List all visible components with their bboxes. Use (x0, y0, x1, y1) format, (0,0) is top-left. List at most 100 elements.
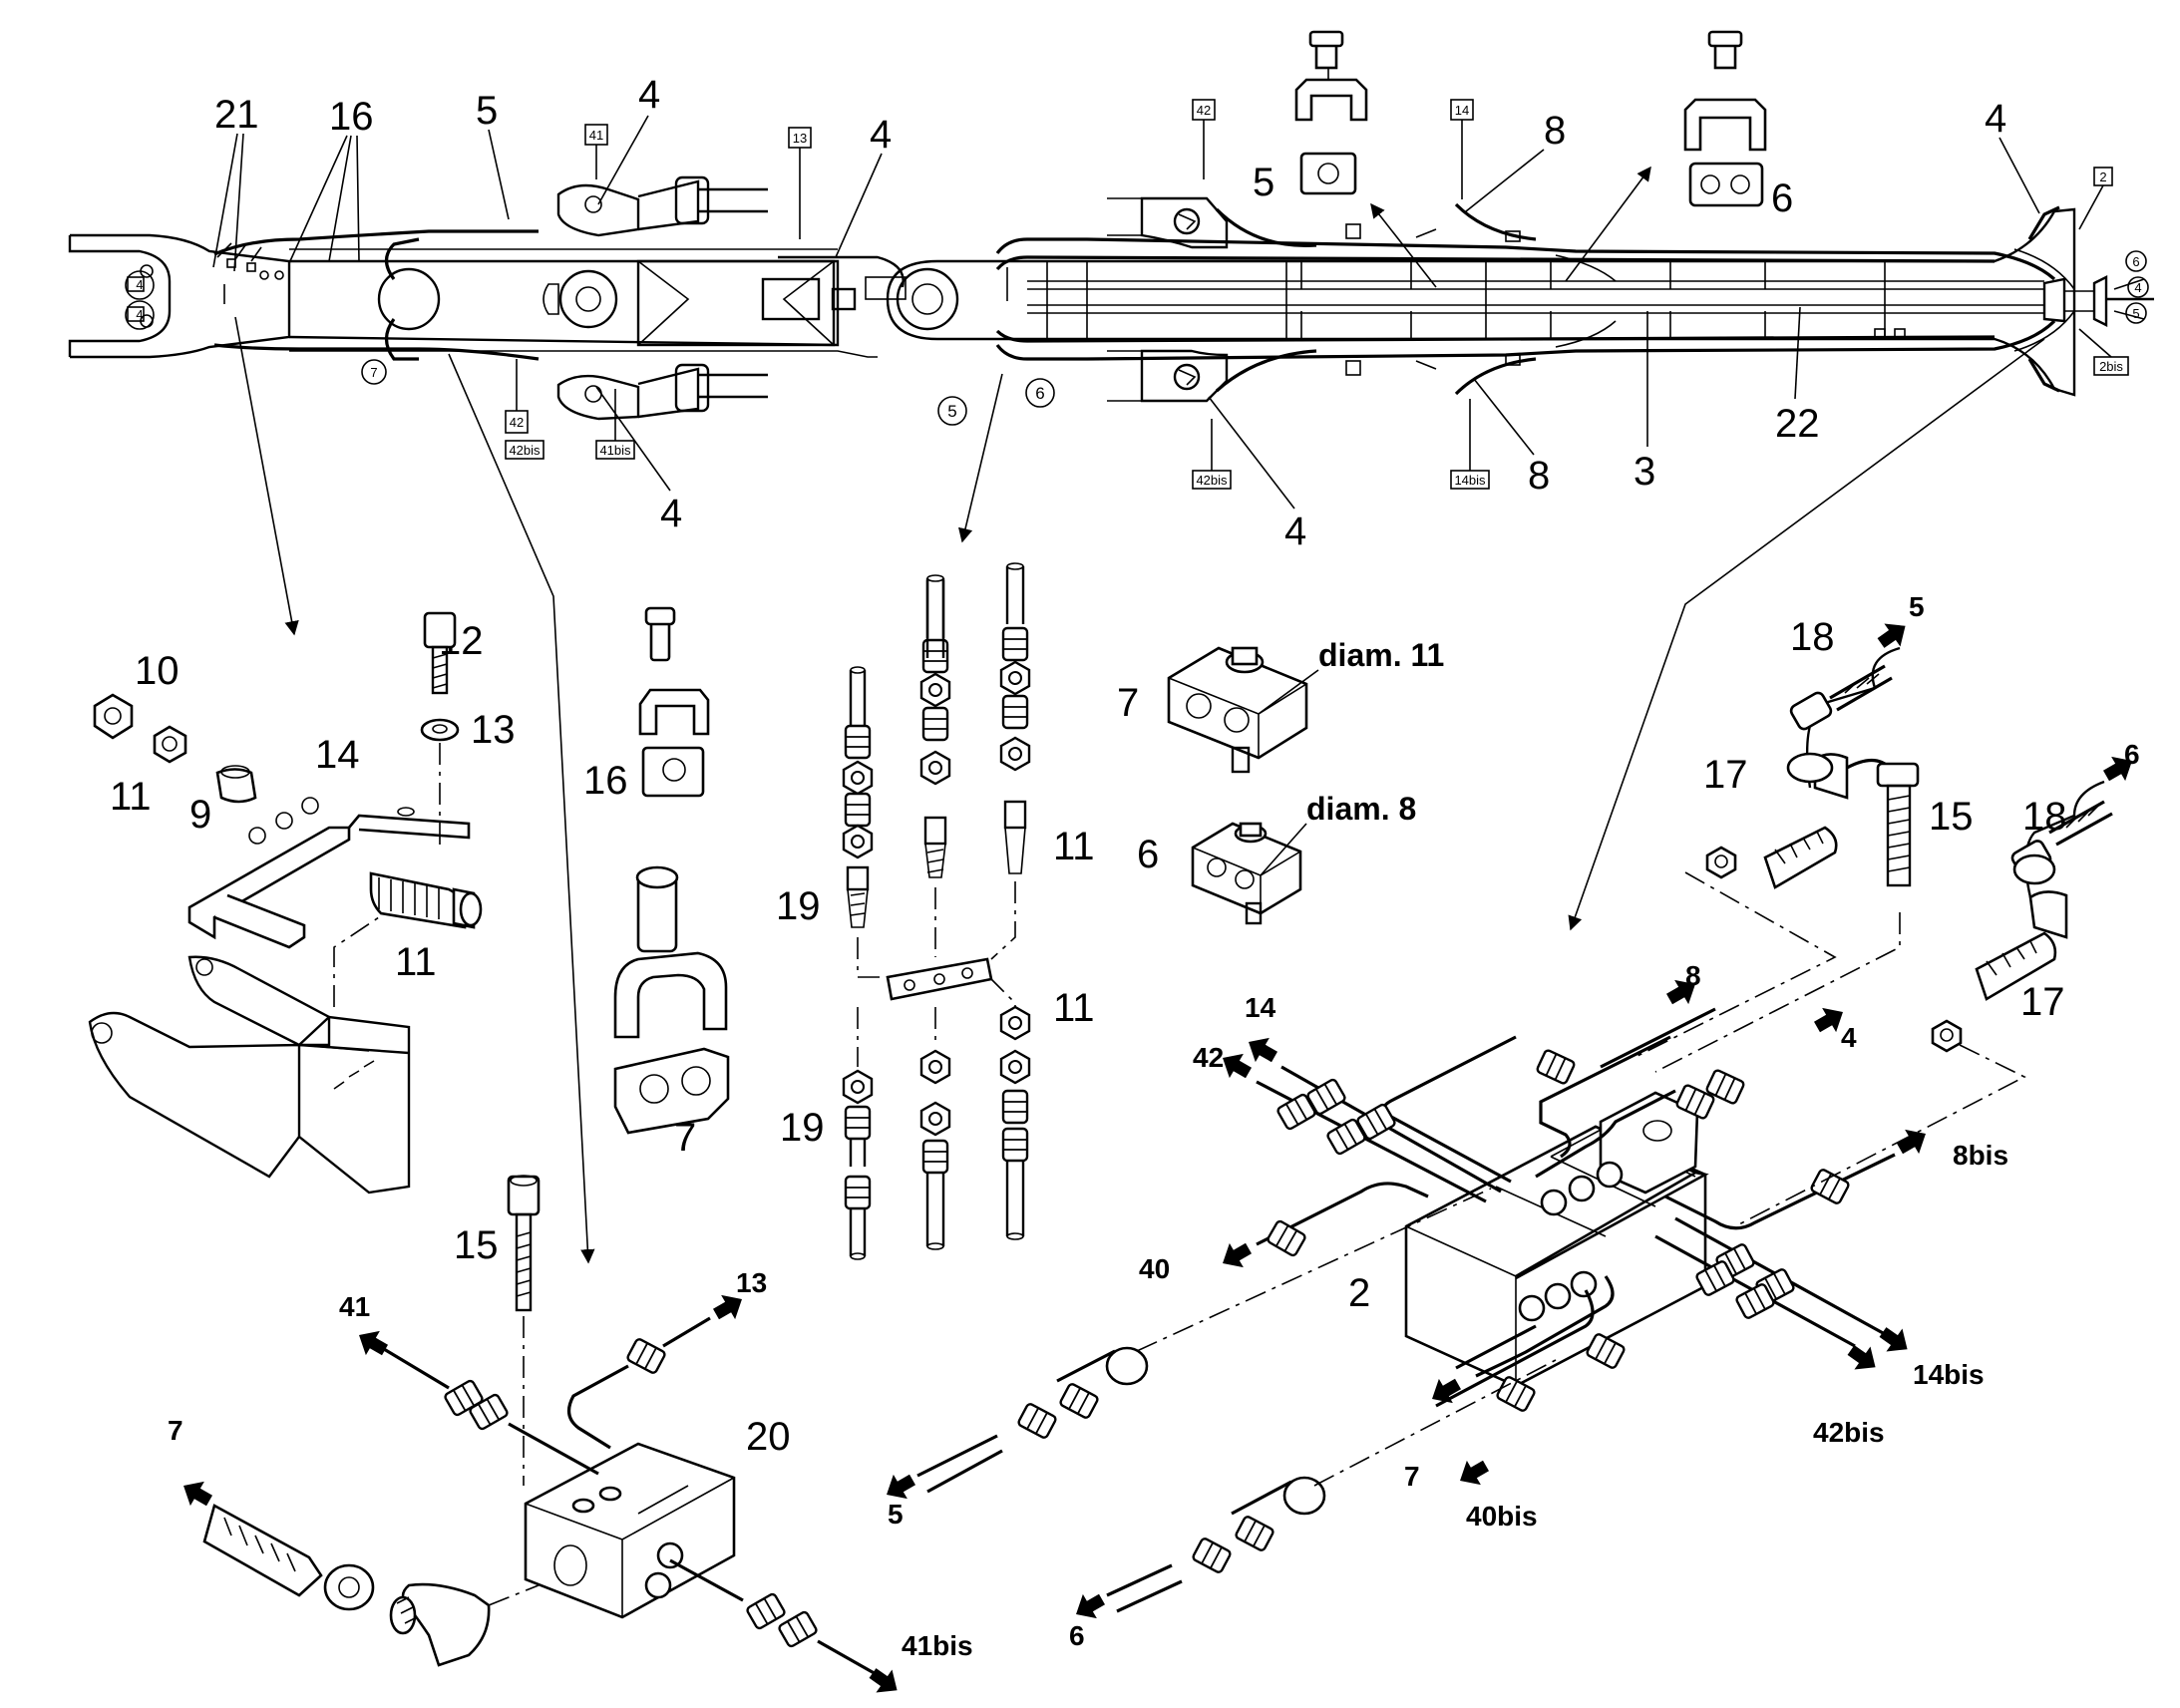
distributor-block-20 (524, 1442, 736, 1619)
outlet-13: 13 (736, 1267, 767, 1298)
box-ref-42bis-left: 42bis (509, 443, 541, 458)
svg-text:6: 6 (2132, 254, 2139, 269)
part-15-left: 15 (454, 1223, 499, 1267)
leader-arrow-6 (1565, 166, 1651, 282)
part-7-block: 7 (1117, 681, 1139, 725)
outlet-labels: 5 6 8 14 42 4 8bis 40 14bis 42bis 7 40bi… (168, 591, 2140, 1661)
outlet-4: 4 (1841, 1022, 1857, 1053)
part-20: 20 (746, 1415, 791, 1459)
clamp-16 (638, 606, 710, 798)
box-ref-42bis-right: 42bis (1196, 473, 1228, 488)
box-ref-14bis: 14bis (1454, 473, 1486, 488)
clamp-block-diam11 (1167, 646, 1308, 774)
detail-leaders (234, 316, 2045, 1264)
boom-circle-refs: 7 5 6 6 4 5 (361, 250, 2149, 426)
part-13: 13 (471, 708, 516, 752)
banjo-fittings-17-18 (1705, 646, 2113, 1053)
outlet-14bis: 14bis (1913, 1359, 1985, 1390)
outlet-8bis: 8bis (1953, 1140, 2008, 1171)
bolt-12 (420, 611, 460, 850)
box-ref-13: 13 (793, 131, 807, 146)
part-17-upper: 17 (1703, 753, 1748, 797)
boom-left-section: 4 4 (68, 175, 907, 421)
box-ref-14: 14 (1455, 103, 1469, 118)
callout-6-mid: 6 (1771, 176, 1793, 220)
svg-text:4: 4 (136, 277, 143, 292)
part-6-block: 6 (1137, 833, 1159, 876)
callout-16: 16 (329, 95, 374, 139)
block-20-bolt-15 (507, 1175, 541, 1486)
long-hoses-bottom (916, 1346, 1326, 1613)
diameter-11-label: diam. 11 (1318, 637, 1444, 673)
box-ref-2: 2 (2099, 170, 2106, 184)
boom-right-section (886, 196, 2154, 403)
part-11-bracket: 11 (395, 940, 437, 984)
top-clamp-inset-5 (1294, 30, 1368, 195)
callout-4-b: 4 (870, 113, 892, 157)
outlet-42bis: 42bis (1813, 1417, 1885, 1448)
box-ref-2bis: 2bis (2099, 359, 2123, 374)
part-18-upper: 18 (1790, 615, 1835, 659)
callout-4-a: 4 (638, 73, 660, 117)
outlet-7-left: 7 (168, 1415, 183, 1446)
outlet-41bis: 41bis (902, 1630, 973, 1661)
top-callouts: 21 16 5 4 4 4 4 8 5 6 4 8 3 22 (212, 73, 2040, 553)
part-17-lower: 17 (2020, 980, 2065, 1024)
circle-ref-5: 5 (947, 402, 956, 421)
svg-text:4: 4 (136, 307, 143, 322)
distributor-pipes (1256, 1007, 1896, 1414)
callout-4-right: 4 (1985, 97, 2006, 141)
top-clamp-inset-6 (1683, 30, 1767, 207)
box-ref-41: 41 (589, 128, 603, 143)
outlet-6-top: 6 (2124, 739, 2140, 770)
part-19-lower: 19 (780, 1106, 825, 1150)
callout-22: 22 (1775, 402, 1820, 446)
part-9: 9 (189, 793, 211, 837)
outlet-42: 42 (1193, 1042, 1224, 1073)
part-10: 10 (135, 649, 180, 693)
clamp-7-detail (613, 865, 730, 1135)
part-16: 16 (583, 759, 628, 803)
part-11-left: 11 (110, 775, 152, 819)
part-18-lower: 18 (2022, 795, 2067, 839)
box-ref-41bis: 41bis (599, 443, 631, 458)
outlet-40: 40 (1139, 1253, 1170, 1284)
callout-3: 3 (1634, 450, 1655, 494)
leader-arrow-5 (1370, 202, 1437, 288)
outlet-5-top: 5 (1909, 591, 1925, 622)
outlet-6-bottom: 6 (1069, 1620, 1085, 1651)
detail-bracket-assembly (88, 693, 483, 1195)
callout-5-mid: 5 (1253, 161, 1274, 204)
circle-ref-6: 6 (1035, 384, 1044, 403)
part-2: 2 (1348, 1271, 1370, 1315)
box-ref-42-right: 42 (1197, 103, 1211, 118)
clamp-block-diam8 (1191, 822, 1302, 925)
diameter-11-leader (1258, 669, 1319, 715)
part-19-upper: 19 (776, 884, 821, 928)
part-15-right: 15 (1929, 795, 1974, 839)
callout-4-d: 4 (1284, 510, 1306, 553)
callout-4-c: 4 (660, 492, 682, 535)
outlet-7-mid: 7 (1404, 1461, 1420, 1492)
part-11-union-lower: 11 (1053, 986, 1095, 1030)
part-7-clamp: 7 (674, 1116, 696, 1160)
svg-text:7: 7 (370, 365, 377, 380)
block-20-pipes (202, 1316, 879, 1677)
distributor-block-2 (1404, 1091, 1709, 1388)
callout-8-b: 8 (1528, 454, 1550, 498)
part-14: 14 (315, 733, 360, 777)
svg-text:5: 5 (2132, 306, 2139, 321)
callout-5-left: 5 (476, 89, 498, 133)
box-ref-42-left: 42 (510, 415, 524, 430)
outlet-14: 14 (1245, 992, 1276, 1023)
callout-8-a: 8 (1544, 109, 1566, 153)
distributor-dash-lines (1136, 871, 2026, 1487)
outlet-8: 8 (1685, 960, 1701, 991)
outlet-40bis: 40bis (1466, 1501, 1538, 1532)
diameter-8-label: diam. 8 (1306, 791, 1416, 827)
callout-21: 21 (214, 93, 259, 137)
unions-assembly (842, 562, 1031, 1260)
svg-text:4: 4 (2134, 280, 2141, 295)
outlet-5-bottom: 5 (888, 1499, 904, 1530)
